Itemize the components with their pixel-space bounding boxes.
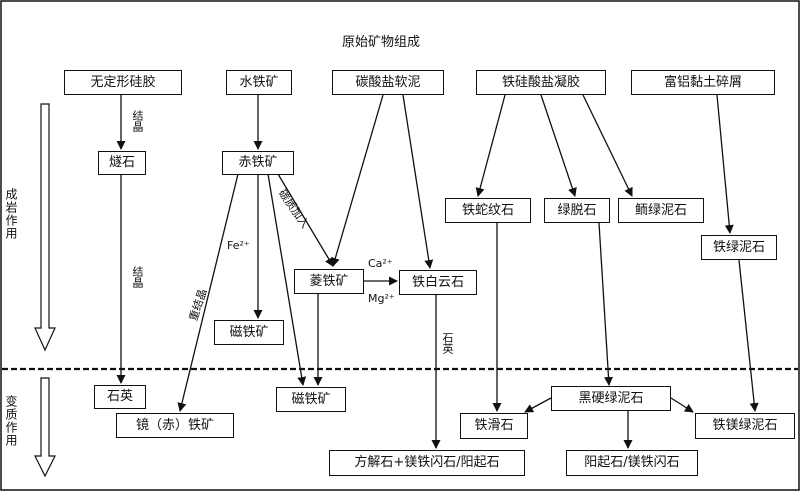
node-black-chlorite: 黑硬绿泥石 xyxy=(551,386,671,411)
arrow-gel-chamosite xyxy=(582,94,633,197)
node-greenalite: 铁蛇纹石 xyxy=(445,198,531,223)
arrow-hematite-siderite xyxy=(277,173,334,267)
node-carbonate-mud: 碳酸盐软泥 xyxy=(332,70,444,95)
label-mg2: Mg²⁺ xyxy=(368,292,395,305)
label-quartz-edge: 石英 xyxy=(441,332,454,354)
node-amorphous-silica: 无定形硅胶 xyxy=(64,70,182,95)
arrow-gel-greenalite xyxy=(475,94,506,197)
node-chert: 燧石 xyxy=(98,151,146,175)
node-limonite: 水铁矿 xyxy=(226,70,292,95)
node-magnetite-upper: 磁铁矿 xyxy=(214,320,284,345)
node-al-clay-debris: 富铝黏土碎屑 xyxy=(631,70,775,95)
node-magnetite-lower: 磁铁矿 xyxy=(276,387,346,412)
label-crystallize-2: 结晶 xyxy=(131,266,144,288)
arrow-hematite-magnetite-lower xyxy=(267,173,307,386)
arrow-gel-stilpnomelane xyxy=(540,94,577,197)
formation-stage-label: 成岩作用 xyxy=(4,188,18,240)
arrow-hematite-specularite xyxy=(177,173,239,412)
arrow-black-chlorite-fe-mg xyxy=(670,397,694,413)
label-ca2: Ca²⁺ xyxy=(368,257,393,270)
node-calcite-group: 方解石+镁铁闪石/阳起石 xyxy=(329,450,525,476)
node-chamosite: 鲕绿泥石 xyxy=(618,198,704,223)
node-siderite: 菱铁矿 xyxy=(294,269,364,294)
arrow-al-clay-thuringite xyxy=(716,94,734,234)
node-thuringite: 铁绿泥石 xyxy=(701,235,777,260)
node-hematite: 赤铁矿 xyxy=(222,151,294,175)
node-ankerite: 铁白云石 xyxy=(399,270,477,295)
label-fe2: Fe²⁺ xyxy=(227,239,250,252)
metamorphism-stage-arrow xyxy=(34,377,56,478)
node-iron-silicate-gel: 铁硅酸盐凝胶 xyxy=(476,70,606,95)
node-actinolite-group: 阳起石/镁铁闪石 xyxy=(566,450,698,476)
node-stilpnomelane: 绿脱石 xyxy=(544,198,610,223)
node-quartz: 石英 xyxy=(94,385,146,409)
node-minnesotaite: 铁滑石 xyxy=(460,413,528,439)
formation-stage-arrow xyxy=(34,103,56,352)
arrow-carbonate-siderite xyxy=(330,94,384,267)
node-fe-mg-chlorite: 铁镁绿泥石 xyxy=(695,413,795,439)
arrow-stilpnomelane-black-chlorite xyxy=(598,222,613,386)
arrow-carbonate-ankerite xyxy=(402,94,434,269)
node-specularite: 镜（赤）铁矿 xyxy=(116,413,234,438)
arrow-thuringite-fe-mg-chlorite xyxy=(738,259,759,412)
diagram-title: 原始矿物组成 xyxy=(342,35,421,50)
label-crystallize-1: 结晶 xyxy=(131,110,144,132)
metamorphism-stage-label: 变质作用 xyxy=(4,395,18,447)
arrow-black-chlorite-minnesotaite xyxy=(524,397,552,413)
